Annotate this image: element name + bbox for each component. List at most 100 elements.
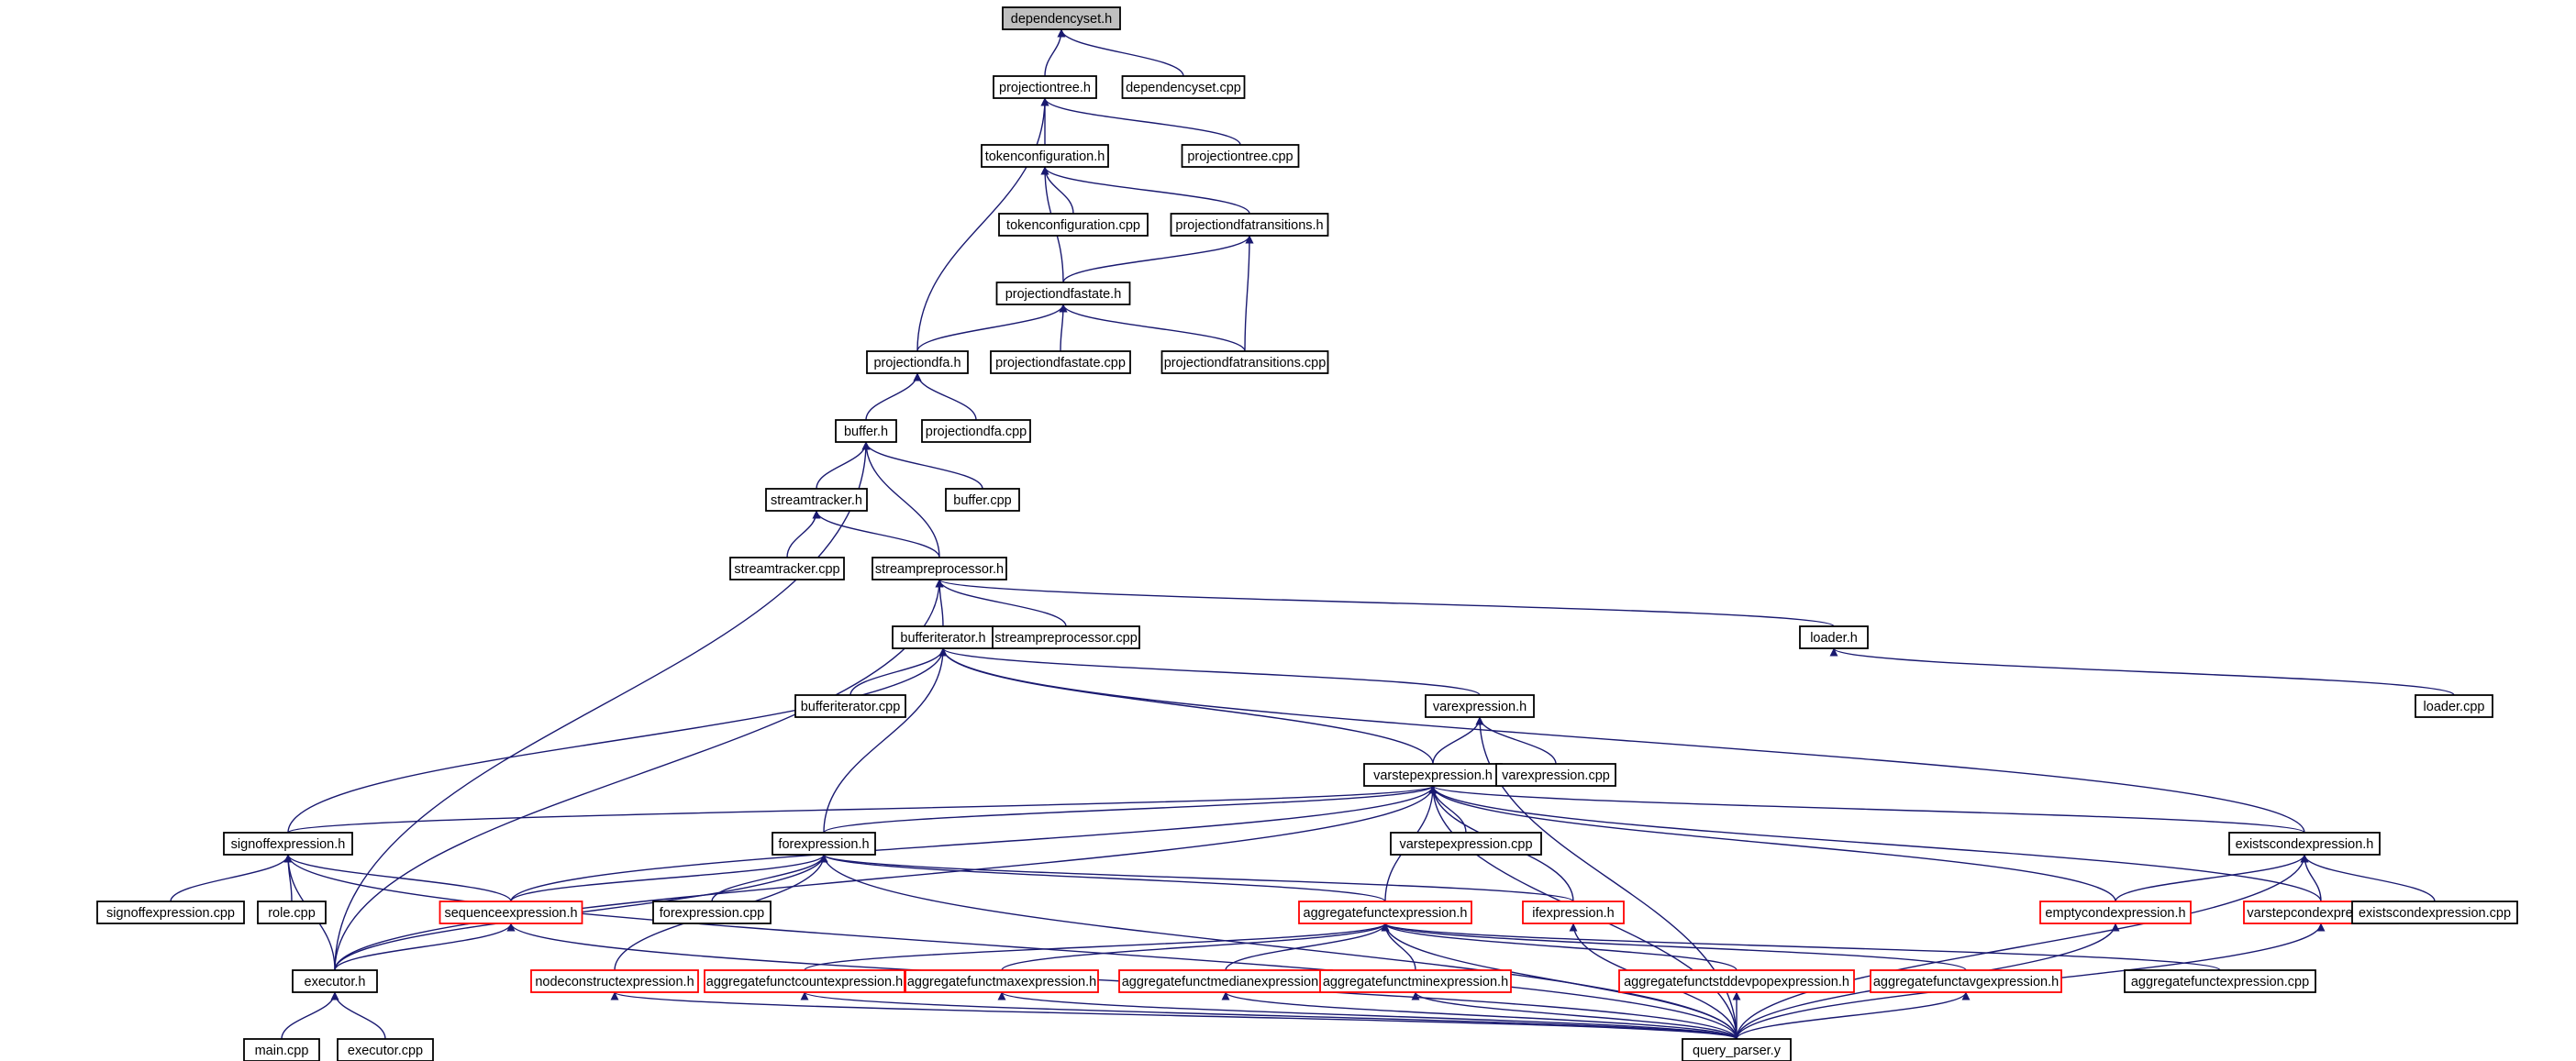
edge-buffer-h-to-projectiondfa-h <box>865 372 922 421</box>
edge-varstepexpression-h-to-varexpression-h <box>1432 716 1484 765</box>
node-projectiondfastate-h[interactable]: projectiondfastate.h <box>995 282 1131 305</box>
node-label: projectiondfatransitions.h <box>1175 218 1323 233</box>
node-emptycondexpression-h[interactable]: emptycondexpression.h <box>2039 901 2192 924</box>
node-label: projectiontree.h <box>999 81 1091 95</box>
node-box <box>1160 350 1329 374</box>
node-aggregatefunctexpression-cpp[interactable]: aggregatefunctexpression.cpp <box>2124 969 2316 993</box>
node-tokenconfiguration-cpp[interactable]: tokenconfiguration.cpp <box>998 213 1149 237</box>
node-nodeconstructexpression-h[interactable]: nodeconstructexpression.h <box>530 969 699 993</box>
node-label: query_parser.y <box>1693 1044 1782 1058</box>
node-aggregatefunctmaxexpression-h[interactable]: aggregatefunctmaxexpression.h <box>905 969 1099 993</box>
node-aggregatefunctavgexpression-h[interactable]: aggregatefunctavgexpression.h <box>1870 969 2062 993</box>
node-label: nodeconstructexpression.h <box>535 975 694 989</box>
node-role-cpp[interactable]: role.cpp <box>257 901 327 924</box>
edge-ifexpression-h-to-forexpression-h <box>819 854 1574 902</box>
node-label: dependencyset.h <box>1011 12 1112 27</box>
node-label: loader.cpp <box>2424 700 2485 714</box>
node-projectiondfastate-cpp[interactable]: projectiondfastate.cpp <box>990 350 1131 374</box>
node-buffer-h[interactable]: buffer.h <box>835 419 897 443</box>
node-box <box>652 901 772 924</box>
node-loader-cpp[interactable]: loader.cpp <box>2415 694 2493 718</box>
node-aggregatefunctcountexpression-h[interactable]: aggregatefunctcountexpression.h <box>704 969 905 993</box>
node-label: projectiondfastate.cpp <box>995 356 1126 370</box>
node-streamtracker-cpp[interactable]: streamtracker.cpp <box>729 557 845 580</box>
edge-main-cpp-to-executor-h <box>281 991 339 1040</box>
node-executor-cpp[interactable]: executor.cpp <box>337 1038 434 1061</box>
node-existscondexpression-cpp[interactable]: existscondexpression.cpp <box>2351 901 2518 924</box>
node-forexpression-cpp[interactable]: forexpression.cpp <box>652 901 772 924</box>
node-box <box>794 694 906 718</box>
node-loader-h[interactable]: loader.h <box>1799 625 1869 649</box>
node-label: aggregatefunctstddevpopexpression.h <box>1624 975 1849 989</box>
edge-streampreprocessor-h-to-streamtracker-h <box>812 510 940 558</box>
node-box <box>1618 969 1855 993</box>
node-box <box>1002 6 1121 30</box>
node-label: main.cpp <box>255 1044 309 1058</box>
edge-signoffexpression-h-to-bufferiterator-h <box>287 647 948 834</box>
node-main-cpp[interactable]: main.cpp <box>243 1038 320 1061</box>
node-box <box>905 969 1099 993</box>
node-aggregatefunctstddevpopexpression-h[interactable]: aggregatefunctstddevpopexpression.h <box>1618 969 1855 993</box>
node-ifexpression-h[interactable]: ifexpression.h <box>1522 901 1625 924</box>
node-label: executor.cpp <box>348 1044 423 1058</box>
edge-projectiontree-cpp-to-projectiontree-h <box>1040 97 1241 146</box>
node-varstepexpression-h[interactable]: varstepexpression.h <box>1363 763 1503 787</box>
node-aggregatefunctexpression-h[interactable]: aggregatefunctexpression.h <box>1298 901 1472 924</box>
node-label: aggregatefunctminexpression.h <box>1323 975 1508 989</box>
node-label: emptycondexpression.h <box>2045 906 2185 921</box>
node-label: tokenconfiguration.h <box>985 149 1105 164</box>
node-signoffexpression-h[interactable]: signoffexpression.h <box>223 832 353 856</box>
node-box <box>1495 763 1616 787</box>
node-existscondexpression-h[interactable]: existscondexpression.h <box>2228 832 2381 856</box>
node-signoffexpression-cpp[interactable]: signoffexpression.cpp <box>96 901 245 924</box>
edge-varstepcondexpression-h-to-existscondexpression-h <box>2300 854 2322 902</box>
node-sequenceexpression-h[interactable]: sequenceexpression.h <box>439 901 583 924</box>
node-tokenconfiguration-h[interactable]: tokenconfiguration.h <box>981 144 1109 168</box>
node-box <box>921 419 1031 443</box>
node-box <box>96 901 245 924</box>
node-projectiondfatransitions-h[interactable]: projectiondfatransitions.h <box>1170 213 1329 237</box>
node-projectiontree-h[interactable]: projectiontree.h <box>993 75 1097 99</box>
node-bufferiterator-h[interactable]: bufferiterator.h <box>892 625 994 649</box>
node-aggregatefunctmedianexpression-h[interactable]: aggregatefunctmedianexpression.h <box>1118 969 1333 993</box>
node-bufferiterator-cpp[interactable]: bufferiterator.cpp <box>794 694 906 718</box>
edges <box>170 28 2455 1040</box>
node-projectiondfa-cpp[interactable]: projectiondfa.cpp <box>921 419 1031 443</box>
node-label: dependencyset.cpp <box>1126 81 1241 95</box>
node-varexpression-h[interactable]: varexpression.h <box>1425 694 1535 718</box>
node-aggregatefunctminexpression-h[interactable]: aggregatefunctminexpression.h <box>1319 969 1512 993</box>
node-varexpression-cpp[interactable]: varexpression.cpp <box>1495 763 1616 787</box>
edge-query-parser-y-to-aggregatefunctminexpression-h <box>1411 991 1738 1040</box>
node-label: varexpression.cpp <box>1502 768 1610 783</box>
node-forexpression-h[interactable]: forexpression.h <box>772 832 876 856</box>
node-buffer-cpp[interactable]: buffer.cpp <box>945 488 1020 512</box>
node-label: executor.h <box>305 975 366 989</box>
edge-aggregatefunctmedianexpression-h-to-aggregatefunctexpression-h <box>1225 923 1390 971</box>
node-streamtracker-h[interactable]: streamtracker.h <box>765 488 868 512</box>
node-streampreprocessor-h[interactable]: streampreprocessor.h <box>872 557 1007 580</box>
node-label: projectiondfatransitions.cpp <box>1164 356 1327 370</box>
node-query-parser-y[interactable]: query_parser.y <box>1682 1038 1792 1061</box>
edge-buffer-cpp-to-buffer-h <box>861 441 983 490</box>
node-streampreprocessor-cpp[interactable]: streampreprocessor.cpp <box>992 625 1140 649</box>
edge-emptycondexpression-h-to-varstepexpression-h <box>1428 785 2116 902</box>
node-projectiondfatransitions-cpp[interactable]: projectiondfatransitions.cpp <box>1160 350 1329 374</box>
edge-aggregatefunctavgexpression-h-to-aggregatefunctexpression-h <box>1381 923 1967 971</box>
node-box <box>2039 901 2192 924</box>
node-projectiontree-cpp[interactable]: projectiontree.cpp <box>1181 144 1300 168</box>
edge-forexpression-cpp-to-forexpression-h <box>711 854 828 902</box>
node-projectiondfa-h[interactable]: projectiondfa.h <box>866 350 969 374</box>
edge-aggregatefunctstddevpopexpression-h-to-aggregatefunctexpression-h <box>1381 923 1738 971</box>
node-varstepexpression-cpp[interactable]: varstepexpression.cpp <box>1390 832 1542 856</box>
node-label: aggregatefunctexpression.cpp <box>2131 975 2309 989</box>
edge-existscondexpression-cpp-to-existscondexpression-h <box>2300 854 2436 902</box>
node-executor-h[interactable]: executor.h <box>292 969 378 993</box>
edge-emptycondexpression-h-to-existscondexpression-h <box>2115 854 2309 902</box>
edge-dependencyset-cpp-to-dependencyset-h <box>1057 28 1184 77</box>
node-dependencyset-cpp[interactable]: dependencyset.cpp <box>1121 75 1246 99</box>
edge-aggregatefunctmaxexpression-h-to-aggregatefunctexpression-h <box>1001 923 1390 971</box>
node-box <box>729 557 845 580</box>
edge-existscondexpression-h-to-varstepexpression-h <box>1428 785 2305 834</box>
edge-query-parser-y-to-aggregatefunctexpression-h <box>1381 923 1738 1040</box>
edge-varexpression-h-to-bufferiterator-h <box>938 647 1481 696</box>
